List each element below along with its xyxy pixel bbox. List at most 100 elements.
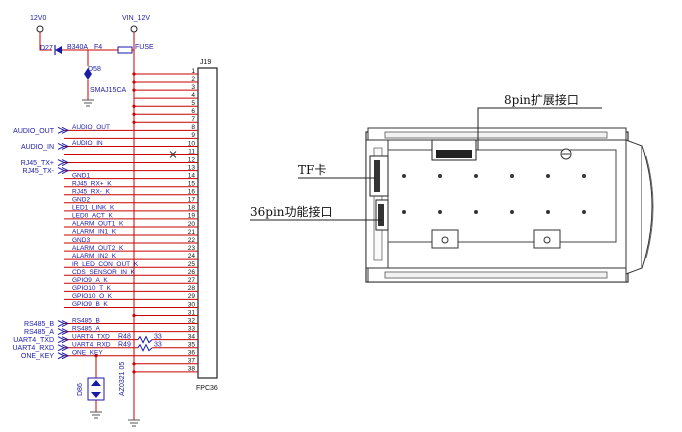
ground-icon [128,419,140,427]
resistor-ref: R49 [118,341,131,348]
net-label: RJ45_RX-_K [72,188,111,195]
net-label: GND3 [72,237,90,244]
connector-j19: J19 FPC36 [196,59,218,392]
no-connect-mark [169,151,177,158]
pin-number: 27 [188,277,196,284]
junction-dot [132,88,136,92]
pin-number: 36 [188,350,196,357]
callout-label-8pin: 8pin扩展接口 [504,92,579,107]
port-arrow-icon [57,143,70,150]
pin-number: 4 [191,92,195,99]
junction-dot [132,313,136,318]
net-label: UART4_RXD [72,341,111,348]
pin-number: 22 [188,237,196,244]
pin-number: 10 [188,140,196,147]
pin-number: 19 [188,213,196,220]
pin-number: 33 [188,325,196,332]
connector-body [197,67,218,379]
power-port-12v0 [36,25,44,33]
pin-number: 8 [191,124,195,131]
junction-dot [132,104,136,108]
net-label: GPIO10_T_K [72,285,112,292]
port-label: RJ45_TX+ [21,160,54,167]
pin-number: 1 [191,68,195,75]
net-label: RJ45_RX+_K [72,180,112,187]
net-label: ONE_KEY [72,349,103,356]
pin-number: 9 [191,132,195,139]
power-label-12v0: 12V0 [30,15,46,22]
net-label: AUDIO_IN [72,140,103,147]
net-label: RS485_A [72,325,100,332]
screw-hole-icon [438,210,442,214]
connector-ref: J19 [200,59,211,66]
net-label: GND2 [72,197,90,204]
screw-hole-icon [510,174,514,178]
net-label: GPIO10_O_K [72,293,113,300]
port-label: ONE_KEY [21,353,54,360]
ground-icon [82,99,94,107]
pin-number: 29 [188,293,196,300]
power-port-vin12v [130,25,138,33]
esd-ref: D86 [77,383,84,396]
screw-hole-icon [474,174,478,178]
pin-number: 37 [188,358,196,365]
net-label: ALARM_OUT1_K [72,221,124,228]
junction-dot [132,120,136,124]
pin-number: 26 [188,269,196,276]
diode-part: B340A [67,44,88,51]
port-label: AUDIO_IN [21,144,54,151]
pin-number: 32 [188,317,196,324]
screw-hole-icon [582,210,586,214]
pin-number: 5 [191,100,195,107]
callout-36pin: 36pin功能接口 [250,204,382,221]
pin-number: 31 [188,309,196,316]
junction-dot [132,112,136,116]
screw-hole-icon [546,210,550,214]
screw-hole-icon [402,210,406,214]
port-label: RJ45_TX- [22,168,54,175]
pin-number: 16 [188,189,196,196]
net-label: IR_LED_CON_OUT_K [72,261,139,268]
screw-hole-icon [582,174,586,178]
fuse-symbol [117,46,133,54]
screw-hole-icon [402,174,406,178]
pin-number: 25 [188,261,196,268]
pin-number: 6 [191,108,195,115]
pin-number: 30 [188,301,196,308]
pin-number: 11 [188,148,195,155]
connector-part: FPC36 [196,385,218,392]
port-arrow-icon [57,159,70,166]
callout-label-tf: TF卡 [298,163,326,177]
net-label: ALARM_IN1_K [72,229,117,236]
fuse-ref: F4 [94,44,102,51]
pin-number: 3 [191,84,195,91]
diode-ref: D27 [40,45,53,52]
pin-number: 14 [188,172,196,179]
port-arrow-icon [57,352,70,360]
screw-hole-icon [438,174,442,178]
callout-8pin: 8pin扩展接口 [477,92,602,150]
module-lens-housing [625,139,643,275]
screw-hole-icon [474,210,478,214]
pin-number: 12 [188,156,196,163]
pin-number: 7 [191,116,195,123]
ground-icon [90,411,102,419]
esd-diode-section: D86 AZ0321 05 [77,362,140,427]
wire-12v-to-diode [39,32,52,51]
pin-number: 38 [188,366,196,373]
schottky-diode-symbol [55,46,62,54]
junction-dot [94,354,98,358]
power-label-vin12v: VIN_12V [122,15,150,22]
net-label: CDS_SENSOR_IN_K [72,269,136,276]
port-arrow-icon [57,344,70,352]
port-label: UART4_RXD [13,345,55,352]
junction-dot [132,80,136,84]
net-label: LED0_ACT_K [72,213,113,220]
tvs-ref: D58 [88,66,101,73]
module-pcb [387,149,617,243]
pin-number: 2 [191,76,195,83]
port-label: AUDIO_OUT [13,128,55,135]
net-label: AUDIO_OUT [72,124,110,131]
port-symbols: AUDIO_OUTAUDIO_INRJ45_TX+RJ45_TX-RS485_B… [13,126,70,360]
